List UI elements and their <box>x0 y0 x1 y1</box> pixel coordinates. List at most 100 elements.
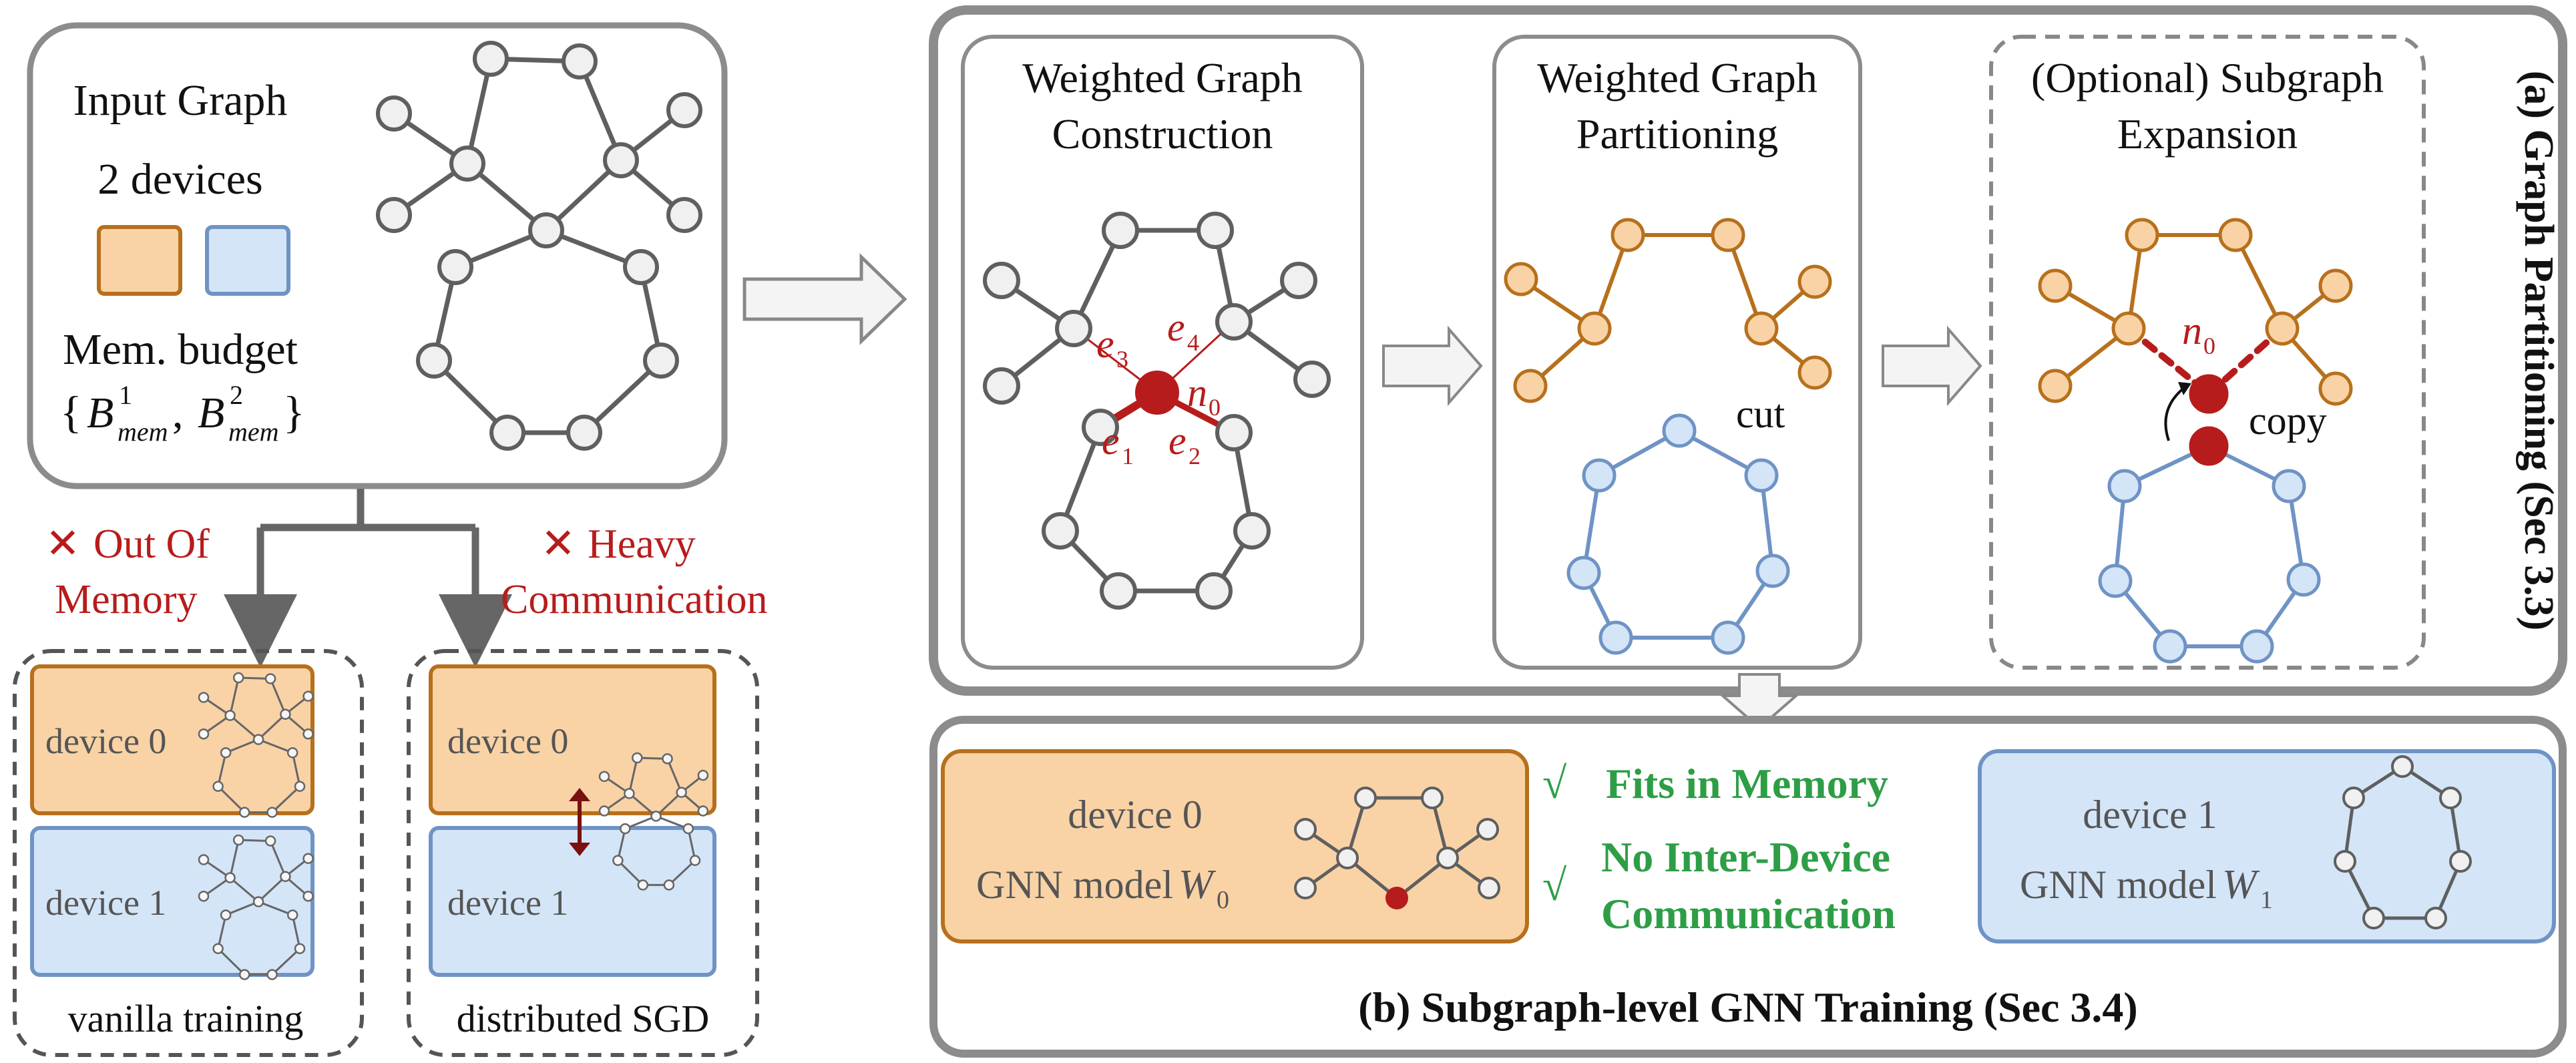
graph-node <box>2239 629 2274 664</box>
graph-node <box>280 708 291 720</box>
mem-budget-2-sup: 2 <box>230 380 243 410</box>
graph-node <box>302 853 314 864</box>
graph-edge <box>666 757 683 794</box>
graph-node <box>624 788 635 799</box>
fits-in-memory-label: Fits in Memory <box>1606 760 1888 807</box>
graph-node <box>1797 355 1832 390</box>
graph-node <box>302 890 314 902</box>
graph-node <box>1611 218 1645 252</box>
graph-node <box>238 807 250 818</box>
graph-edge <box>217 785 246 814</box>
expanded-graph <box>2038 218 2353 664</box>
graph-node <box>1197 212 1234 249</box>
graph-node <box>2439 787 2462 809</box>
graph-edge <box>257 901 294 916</box>
graph-node <box>1566 556 1601 590</box>
graph-node <box>1294 877 1317 899</box>
graph-node <box>2189 374 2229 414</box>
graph-node <box>1582 458 1617 493</box>
mem-budget-2: B <box>198 389 224 437</box>
graph-node <box>562 43 598 79</box>
training-model-1-label: GNN model <box>2020 863 2217 907</box>
graph-node <box>302 690 314 702</box>
graph-node <box>224 872 236 883</box>
training-panel-title: (b) Subgraph-level GNN Training (Sec 3.4… <box>1358 984 2137 1031</box>
graph-node <box>224 710 236 721</box>
graph-node <box>2286 562 2321 597</box>
graph-node <box>612 855 624 866</box>
graph-node <box>2391 755 2414 778</box>
graph-edge <box>269 677 286 716</box>
training-device-0-label: device 0 <box>1068 793 1203 837</box>
training-device-1-graph <box>2334 755 2472 929</box>
communication-label: Communication <box>1601 890 1896 937</box>
graph-node <box>220 747 232 759</box>
vanilla-training-panel: device 0 device 1 vanilla training <box>13 649 364 1057</box>
graph-node <box>2189 426 2229 466</box>
mem-budget-2-sub: mem <box>228 417 279 447</box>
graph-node <box>1055 310 1092 347</box>
graph-node <box>623 249 659 285</box>
mem-budget-1: B <box>87 389 114 437</box>
distributed-sgd-panel: device 0 device 1 distributed SGD <box>407 649 759 1057</box>
graph-node <box>1436 847 1459 869</box>
step-construction-title-1: Weighted Graph <box>1022 54 1303 101</box>
graph-node <box>676 787 687 798</box>
graph-node <box>1478 877 1500 899</box>
heavy-communication-line2: Communication <box>501 577 768 622</box>
graph-node <box>1577 311 1612 346</box>
graph-edge <box>224 901 260 916</box>
input-panel: Input Graph 2 devices Mem. budget { B 1 … <box>27 22 728 489</box>
graph-edge <box>229 676 240 717</box>
graph-node <box>473 41 509 77</box>
graph-edge <box>668 859 696 886</box>
graph-node <box>983 367 1020 405</box>
graph-edge <box>628 757 638 795</box>
graph-node <box>1233 512 1271 550</box>
graph-node <box>232 834 244 846</box>
graph-node <box>2272 469 2306 503</box>
graph-edge <box>217 947 246 976</box>
graph-edge <box>229 839 240 879</box>
graph-node <box>697 805 709 817</box>
step-expansion-title-1: (Optional) Subgraph <box>2031 54 2384 101</box>
graph-node <box>682 823 694 835</box>
graph-node <box>603 142 639 178</box>
graph-node <box>2098 564 2133 598</box>
node-n0-label: n <box>1187 371 1207 415</box>
graph-node <box>643 343 679 379</box>
svg-text:,: , <box>172 389 184 437</box>
graph-edge <box>217 913 227 950</box>
edge-labels: e 3 e 4 n 0 e 1 e 2 <box>1096 305 1221 469</box>
vanilla-device-0-label: device 0 <box>45 721 166 761</box>
graph-node <box>294 781 306 792</box>
graph-edge <box>616 859 644 886</box>
graph-node <box>1744 311 1779 346</box>
cut-label: cut <box>1736 392 1785 436</box>
training-device-0-box <box>941 749 1529 943</box>
input-split-connector <box>224 489 512 668</box>
graph-edge <box>257 875 286 903</box>
graph-node <box>632 752 643 764</box>
graph-edge <box>624 815 658 830</box>
graph-node <box>198 890 210 902</box>
graph-node <box>2362 907 2385 929</box>
edge-e4-label: e <box>1167 305 1185 349</box>
graph-node <box>252 896 264 907</box>
graph-edge <box>269 839 286 878</box>
edge-e1-sub: 1 <box>1122 443 1134 469</box>
graph-node <box>1195 572 1233 610</box>
graph-node <box>1215 414 1253 451</box>
graph-node <box>1421 787 1444 809</box>
step-partitioning-title-1: Weighted Graph <box>1537 54 1817 101</box>
graph-node <box>232 672 244 684</box>
graph-edge <box>229 714 260 741</box>
graph-node <box>663 879 675 891</box>
graph-edge <box>655 791 683 817</box>
graph-node <box>1513 369 1548 403</box>
devices-count: 2 devices <box>97 155 262 204</box>
mem-budget-1-sup: 1 <box>119 380 132 410</box>
down-arrow-icon <box>1719 673 1800 730</box>
training-model-1-sub: 1 <box>2260 886 2273 914</box>
graph-node <box>294 943 306 954</box>
